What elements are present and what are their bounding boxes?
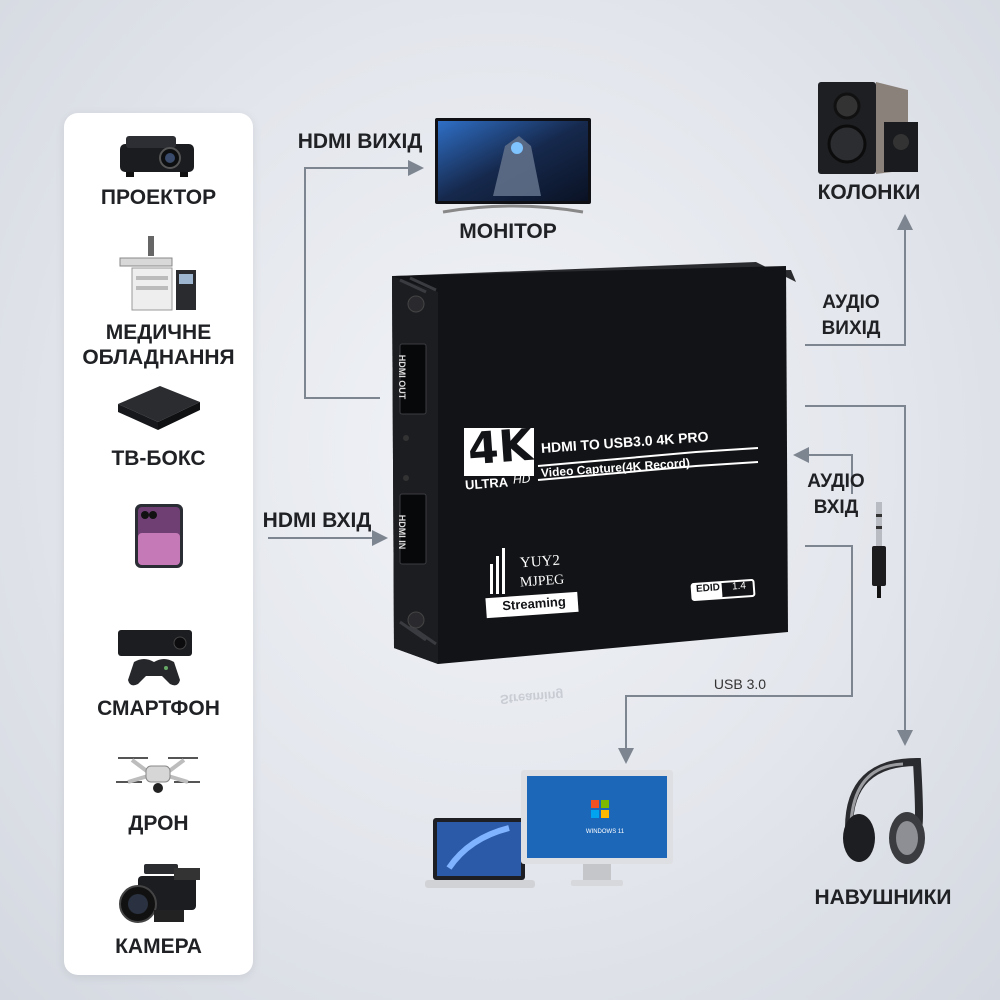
audio-in-label-line2: ВХІД xyxy=(813,497,859,518)
format-mjpeg: MJPEG xyxy=(519,572,565,591)
hdmi-out-line xyxy=(304,167,412,399)
logo-4k: 4K xyxy=(466,419,535,476)
edid-label: EDID xyxy=(695,582,721,595)
audio-out-line xyxy=(805,226,906,346)
audio-out-label-line1: АУДІО xyxy=(822,292,880,313)
medical-equipment-icon xyxy=(118,234,200,314)
device-label-projector: ПРОЕКТОР xyxy=(100,186,217,209)
device-label-smartphone: СМАРТФОН xyxy=(97,697,220,720)
smartphone-icon xyxy=(133,503,185,569)
port-out-label: HDMI OUT xyxy=(397,354,407,400)
logo-ultra: ULTRA xyxy=(464,474,509,493)
device-label-medical-line1: МЕДИЧНЕ xyxy=(105,321,212,344)
audio-out-label-line2: ВИХІД xyxy=(821,318,881,339)
speakers-icon xyxy=(816,80,926,176)
arrow-to-headphones xyxy=(897,730,913,746)
usb-label: USB 3.0 xyxy=(713,676,767,692)
hdmi-in-label: HDMI ВХІД xyxy=(262,509,372,532)
headphones-line xyxy=(805,405,906,734)
camera-icon xyxy=(114,860,210,926)
audio-in-label-line1: АУДІО xyxy=(807,471,865,492)
usb-line xyxy=(625,545,853,752)
projector-icon xyxy=(112,128,202,180)
arrow-to-pc xyxy=(618,748,634,764)
hdmi-out-label: HDMI ВИХІД xyxy=(297,130,423,153)
edid-version: 1.4 xyxy=(731,580,747,593)
audio-jack-icon xyxy=(868,500,892,600)
headphones-icon xyxy=(833,752,933,872)
capture-device xyxy=(386,262,800,736)
arrow-hdmi-in xyxy=(372,530,388,546)
monitor-icon xyxy=(433,116,593,216)
arrow-audio-in xyxy=(793,447,809,463)
headphones-label: НАВУШНИКИ xyxy=(814,886,952,909)
game-console-icon xyxy=(112,628,196,690)
drone-icon xyxy=(112,750,204,800)
pc-laptop-icon xyxy=(425,768,680,896)
tv-box-icon xyxy=(114,382,204,434)
logo-hd: HD xyxy=(512,471,531,487)
device-label-drone: ДРОН xyxy=(128,812,189,835)
audio-in-line xyxy=(805,454,853,494)
device-label-tv-box: ТВ-БОКС xyxy=(111,447,206,470)
speakers-label: КОЛОНКИ xyxy=(817,181,921,204)
pc-screen-text: WINDOWS 11 xyxy=(585,829,625,835)
port-in-label: HDMI IN xyxy=(397,514,407,550)
device-label-camera: КАМЕРА xyxy=(115,935,202,958)
format-yuy2: YUY2 xyxy=(519,552,561,572)
arrow-to-monitor xyxy=(408,160,424,176)
arrow-to-speakers xyxy=(897,214,913,230)
monitor-label: МОНІТОР xyxy=(459,220,557,243)
device-label-medical-line2: ОБЛАДНАННЯ xyxy=(82,346,235,369)
